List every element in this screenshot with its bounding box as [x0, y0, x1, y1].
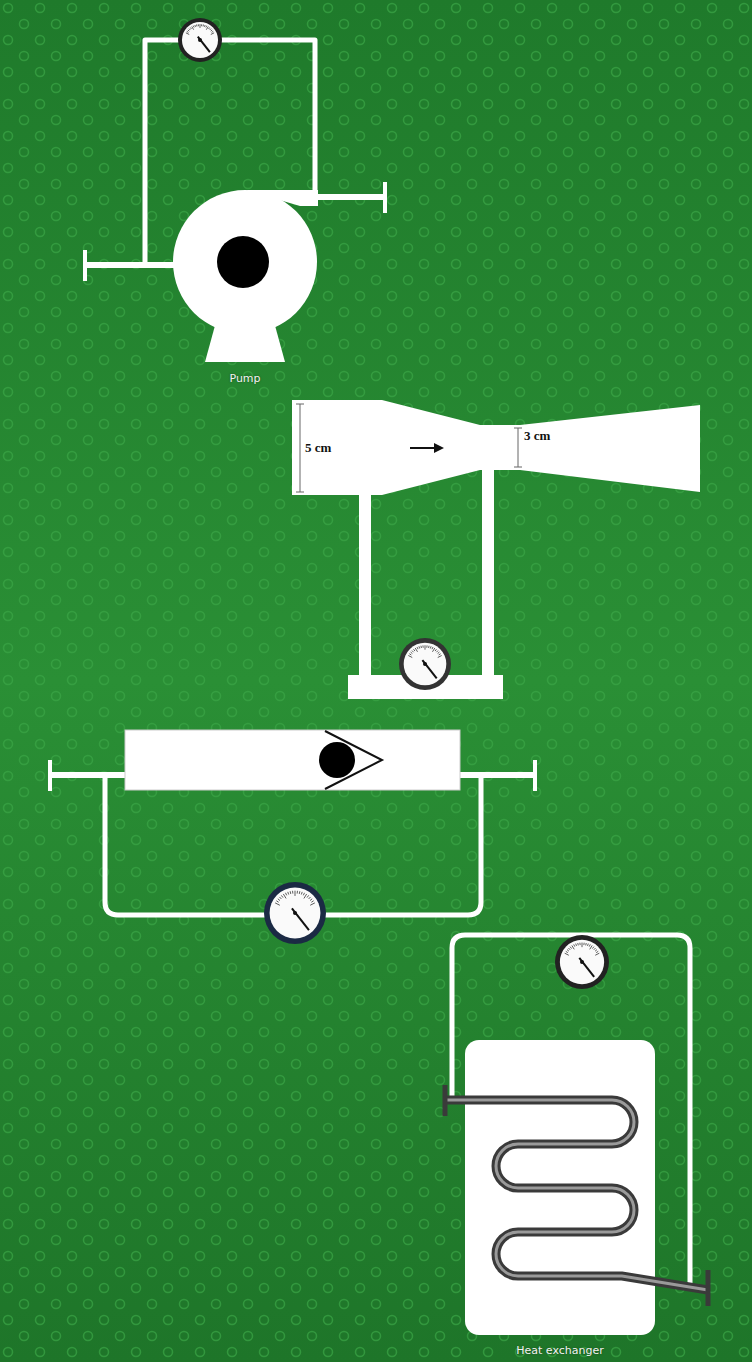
pressure-gauge — [555, 935, 609, 989]
heat-exchanger-node: Heat exchanger — [516, 1344, 603, 1357]
pressure-gauge — [264, 882, 326, 944]
pressure-gauge — [178, 18, 222, 62]
dimension-label: 3 cm — [524, 428, 550, 444]
dimension-label: 5 cm — [305, 440, 331, 456]
equipment-label: Heat exchanger — [516, 1344, 603, 1357]
equipment-label: Pump — [229, 372, 260, 385]
pressure-gauge — [399, 638, 451, 690]
pump-node: Pump — [229, 372, 260, 385]
